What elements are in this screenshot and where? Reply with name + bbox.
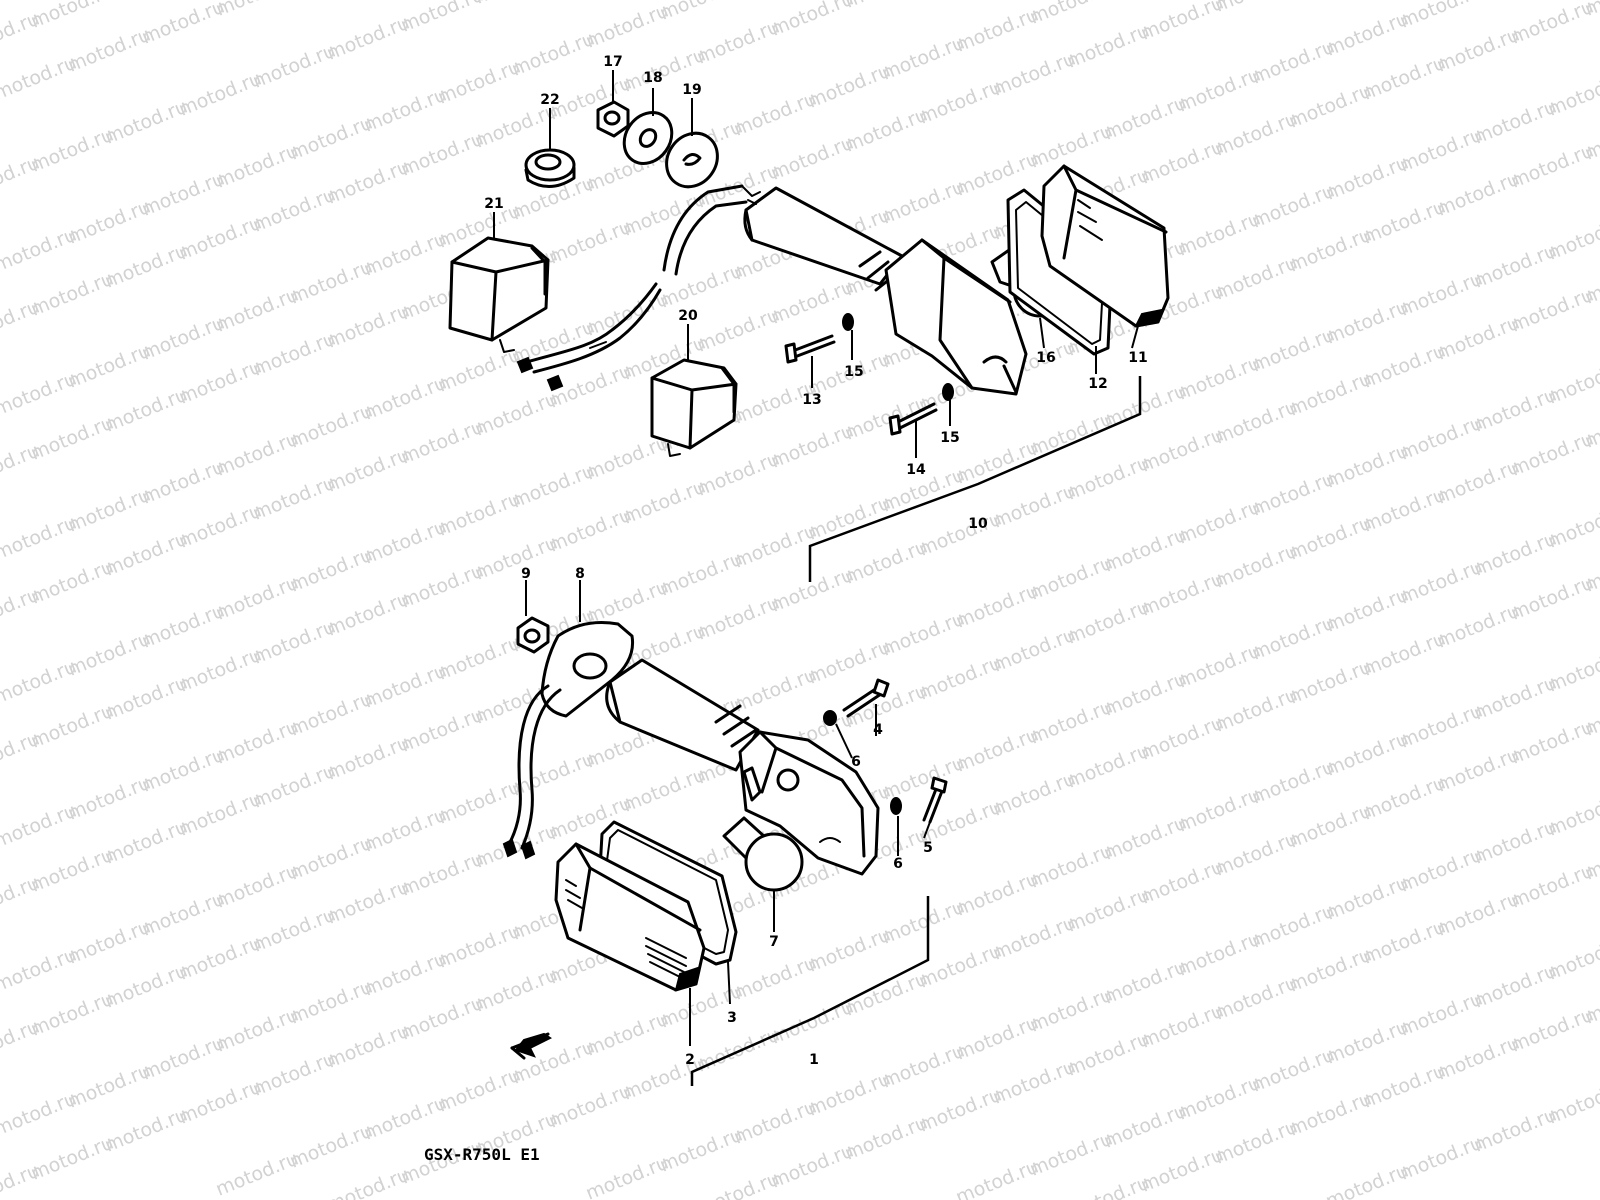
callout-15b: 15: [940, 430, 959, 446]
callout-6b: 6: [893, 856, 903, 872]
callout-2: 2: [685, 1052, 695, 1068]
watermark-text: motod.ru: [1101, 0, 1190, 1]
watermark-text: motod.ru: [398, 0, 487, 37]
part-15-nut-b: [942, 383, 954, 401]
part-15-nut-a: [842, 313, 854, 331]
watermark-text: motod.ru: [1545, 356, 1600, 409]
part-13-screw: [784, 334, 836, 364]
watermark-text: motod.ru: [139, 0, 228, 49]
upper-turn-signal-assembly: [448, 70, 1170, 582]
part-6-nut-a: [823, 710, 837, 726]
watermark-text: motod.ru: [1212, 0, 1301, 17]
callout-1: 1: [809, 1052, 819, 1068]
watermark-text: motod.ru: [1138, 0, 1227, 45]
callout-12: 12: [1088, 376, 1107, 392]
callout-3: 3: [727, 1010, 737, 1026]
watermark-text: motod.ru: [1397, 0, 1486, 33]
watermark-text: motod.ru: [657, 0, 746, 25]
part-11-lens: [1040, 164, 1170, 328]
watermark-text: motod.ru: [1545, 1076, 1600, 1129]
upper-signal-housing: [884, 238, 1028, 396]
callout-20: 20: [678, 308, 698, 324]
watermark-text: motod.ru: [213, 0, 302, 21]
callout-13: 13: [802, 392, 821, 408]
watermark-text: motod.ru: [1545, 932, 1600, 985]
part-17-nut: [596, 100, 630, 138]
watermark-text: motod.ru: [1545, 644, 1600, 697]
watermark-text: motod.ru: [842, 0, 931, 13]
part-21-relay: [448, 236, 550, 353]
watermark-text: motod.ru: [28, 0, 117, 33]
callout-9: 9: [521, 566, 531, 582]
part-20-relay: [650, 358, 738, 457]
callout-labels: 1 2 3 4 5 6 6 7 8 9 10 11 12 13 14 15 15…: [484, 54, 1147, 1068]
callout-5: 5: [923, 840, 933, 856]
part-18-washer: [622, 111, 674, 165]
part-14-screw: [888, 402, 938, 436]
watermark-text: motod.ru: [1471, 0, 1560, 5]
model-code-label: GSX-R750L E1: [424, 1145, 540, 1164]
callout-6a: 6: [851, 754, 861, 770]
callout-7: 7: [769, 934, 779, 950]
part-2-lens: [554, 842, 706, 992]
callout-22: 22: [540, 92, 559, 108]
watermark-text: motod.ru: [1545, 788, 1600, 841]
watermark-text: motod.ru: [1508, 0, 1597, 49]
callout-18: 18: [643, 70, 662, 86]
part-6-nut-b: [890, 797, 902, 815]
lower-turn-signal-assembly: [502, 580, 948, 1086]
part-9-nut: [516, 616, 550, 654]
callout-16: 16: [1036, 350, 1055, 366]
watermark-text: motod.ru: [1545, 68, 1600, 121]
part-7-bulb: [722, 816, 804, 892]
watermark-text: motod.ru: [102, 0, 191, 5]
watermark-text: motod.ru: [1545, 212, 1600, 265]
callout-11: 11: [1128, 350, 1147, 366]
callout-4: 4: [873, 722, 883, 738]
part-5-screw: [922, 776, 948, 824]
callout-10: 10: [968, 516, 988, 532]
front-direction-arrow: [510, 1032, 552, 1060]
watermark-text: motod.ru: [1545, 500, 1600, 553]
callout-14: 14: [906, 462, 926, 478]
callout-21: 21: [484, 196, 503, 212]
part-22-grommet: [524, 148, 576, 188]
lower-signal-stalk: [605, 658, 760, 772]
callout-19: 19: [682, 82, 701, 98]
watermark-text: motod.ru: [768, 0, 857, 41]
callout-8: 8: [575, 566, 585, 582]
part-4-screw: [842, 678, 890, 718]
part-19-cushion: [665, 131, 719, 189]
watermark-text: motod.ru: [472, 0, 561, 9]
callout-17: 17: [603, 54, 622, 70]
lower-signal-housing: [738, 730, 880, 876]
watermark-text: motod.ru: [1027, 0, 1116, 29]
callout-15a: 15: [844, 364, 863, 380]
